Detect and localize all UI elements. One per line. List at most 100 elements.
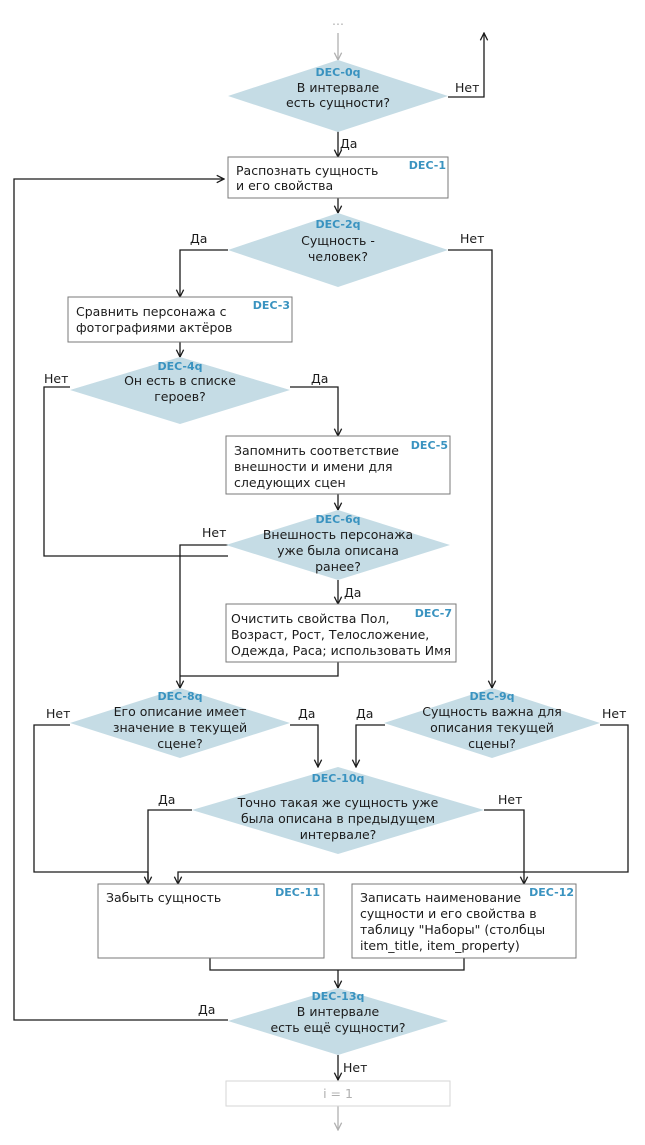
dec7-line-3: Одежда, Раса; использовать Имя: [231, 643, 451, 658]
label-dec0q-yes: Да: [340, 136, 357, 151]
edge-dec10q-no: [484, 809, 524, 884]
label-dec8q-yes: Да: [298, 706, 315, 721]
dec1-line-2: и его свойства: [236, 178, 333, 193]
dec12-line-3: таблицу "Наборы" (столбцы: [360, 922, 545, 937]
dec5-process: DEC-5 Запомнить соответствие внешности и…: [225, 435, 451, 495]
dec1-code: DEC-1: [409, 159, 446, 172]
dec0q-line-2: есть сущности?: [286, 95, 390, 110]
dec11-line-1: Забыть сущность: [106, 890, 221, 905]
dec3-process: DEC-3 Сравнить персонажа с фотографиями …: [67, 296, 293, 343]
dec10q-line-3: интервале?: [300, 827, 377, 842]
dec3-line-1: Сравнить персонажа с: [76, 304, 227, 319]
label-dec9q-yes: Да: [356, 706, 373, 721]
edge-dec10q-yes: [148, 809, 192, 884]
dec9q-line-3: сцены?: [468, 736, 516, 751]
label-dec9q-no: Нет: [602, 706, 626, 721]
dec5-line-3: следующих сцен: [234, 475, 346, 490]
dec7-line-2: Возраст, Рост, Телосложение,: [231, 627, 429, 642]
dec2q-line-2: человек?: [308, 249, 368, 264]
dec6q-line-2: уже была описана: [277, 543, 399, 558]
edge-dec2q-yes: [180, 249, 228, 297]
dec7-code: DEC-7: [415, 607, 452, 620]
edge-dec2q-no: [448, 249, 492, 688]
dec3-line-2: фотографиями актёров: [76, 320, 232, 335]
dec6q-line-1: Внешность персонажа: [263, 527, 413, 542]
edge-dec7-dec8q: [180, 662, 339, 677]
nodes: ... DEC-0q В интервале есть сущности? DE…: [67, 13, 600, 1107]
dec2q-line-1: Сущность -: [301, 233, 375, 248]
dec4q-decision: DEC-4q Он есть в списке героев?: [70, 357, 290, 424]
dec12-line-2: сущности и его свойства в: [360, 906, 537, 921]
dec12-line-1: Записать наименование: [360, 890, 521, 905]
dec0q-decision: DEC-0q В интервале есть сущности?: [228, 60, 448, 132]
dec5-code: DEC-5: [411, 439, 448, 452]
dec7-line-1: Очистить свойства Пол,: [231, 611, 389, 626]
label-dec10q-yes: Да: [158, 792, 175, 807]
label-dec6q-yes: Да: [344, 585, 361, 600]
edge-dec6q-no: [180, 544, 228, 688]
label-dec13q-yes: Да: [198, 1002, 215, 1017]
label-dec0q-no: Нет: [455, 80, 479, 95]
dec5-line-2: внешности и имени для: [234, 459, 393, 474]
label-dec2q-yes: Да: [190, 231, 207, 246]
dec4q-line-1: Он есть в списке: [124, 373, 236, 388]
edge-dec9q-yes: [356, 724, 385, 767]
dec10q-code: DEC-10q: [312, 772, 365, 785]
dec7-process: DEC-7 Очистить свойства Пол, Возраст, Ро…: [225, 603, 457, 663]
dec12-code: DEC-12: [529, 886, 574, 899]
edge-merge-dec13q: [209, 958, 465, 971]
label-dec4q-no: Нет: [44, 371, 68, 386]
edge-dec4q-yes: [290, 386, 338, 436]
dec6q-decision: DEC-6q Внешность персонажа уже была опис…: [226, 510, 450, 580]
label-dec4q-yes: Да: [311, 371, 328, 386]
edge-dec8q-no: [33, 724, 148, 873]
top-ellipsis: ...: [332, 13, 344, 28]
dec8q-code: DEC-8q: [157, 690, 202, 703]
dec2q-code: DEC-2q: [315, 218, 360, 231]
dec8q-line-1: Его описание имеет: [114, 704, 247, 719]
edge-dec13q-yes: [13, 179, 228, 1021]
dec12-process: DEC-12 Записать наименование сущности и …: [351, 883, 577, 959]
edge-dec0q-no: [448, 33, 484, 98]
dec10q-line-1: Точно такая же сущность уже: [237, 795, 439, 810]
dec5-line-1: Запомнить соответствие: [234, 443, 399, 458]
edge-labels: Нет Да Да Нет Нет Да Нет Да Нет Да Да Не…: [44, 80, 626, 1075]
dec3-code: DEC-3: [253, 299, 290, 312]
edge-dec9q-no: [178, 724, 629, 884]
dec13q-code: DEC-13q: [312, 990, 365, 1003]
dec6q-code: DEC-6q: [315, 513, 360, 526]
connectors: [13, 33, 629, 1130]
dec6q-line-3: ранее?: [315, 559, 361, 574]
dec9q-line-2: описания текущей: [430, 720, 554, 735]
next-step-line-1: i = 1: [323, 1086, 353, 1101]
next-step-box: i = 1: [225, 1080, 451, 1107]
label-dec6q-no: Нет: [202, 525, 226, 540]
label-dec10q-no: Нет: [498, 792, 522, 807]
dec13q-line-2: есть ещё сущности?: [270, 1020, 405, 1035]
dec9q-line-1: Сущность важна для: [422, 704, 561, 719]
dec1-line-1: Распознать сущность: [236, 163, 378, 178]
dec1-process: DEC-1 Распознать сущность и его свойства: [227, 156, 449, 199]
dec2q-decision: DEC-2q Сущность - человек?: [228, 213, 448, 287]
dec10q-line-2: была описана в предыдущем: [241, 811, 435, 826]
label-dec8q-no: Нет: [46, 706, 70, 721]
dec8q-line-2: значение в текущей: [113, 720, 247, 735]
label-dec13q-no: Нет: [343, 1060, 367, 1075]
dec13q-decision: DEC-13q В интервале есть ещё сущности?: [228, 988, 448, 1055]
dec0q-line-1: В интервале: [297, 80, 380, 95]
edge-dec4q-no: [43, 386, 228, 557]
dec0q-code: DEC-0q: [315, 66, 360, 79]
dec10q-decision: DEC-10q Точно такая же сущность уже была…: [192, 767, 484, 854]
dec8q-decision: DEC-8q Его описание имеет значение в тек…: [70, 688, 290, 758]
dec9q-code: DEC-9q: [469, 690, 514, 703]
dec11-code: DEC-11: [275, 886, 320, 899]
label-dec2q-no: Нет: [460, 231, 484, 246]
dec4q-line-2: героев?: [154, 389, 206, 404]
dec12-line-4: item_title, item_property): [360, 938, 520, 953]
dec8q-line-3: сцене?: [157, 736, 203, 751]
edge-dec8q-yes: [290, 724, 318, 767]
dec9q-decision: DEC-9q Сущность важна для описания текущ…: [384, 688, 600, 758]
dec4q-code: DEC-4q: [157, 360, 202, 373]
dec11-process: DEC-11 Забыть сущность: [97, 883, 325, 959]
